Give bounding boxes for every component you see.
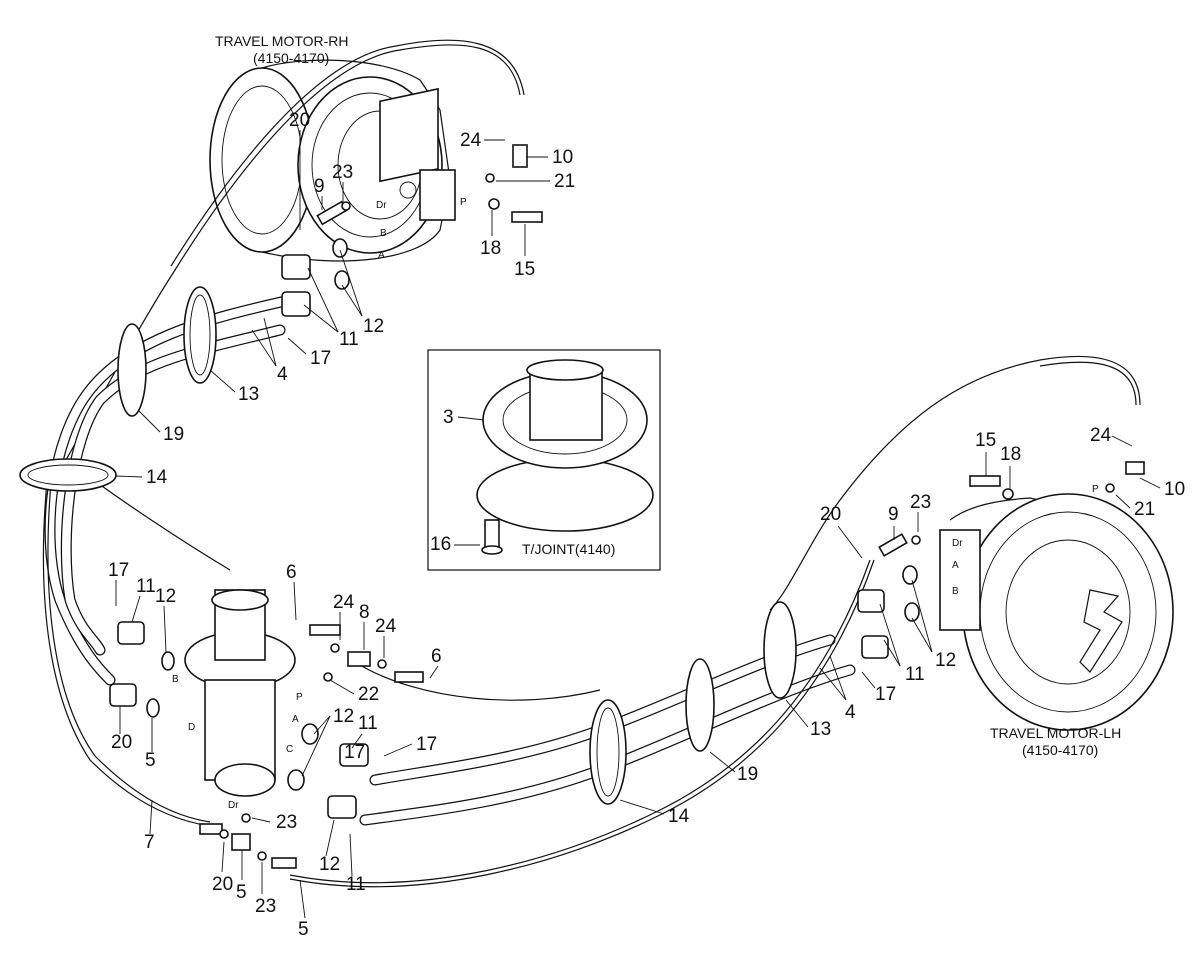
- port-label: C: [286, 744, 293, 755]
- callout: 6: [431, 646, 442, 667]
- callout: 15: [975, 430, 996, 451]
- callout: 11: [358, 713, 378, 734]
- callout: 10: [552, 147, 573, 168]
- callouts: 20 24 10 23 9 21 18 15 12 11 17 4 13 19 …: [108, 110, 1185, 940]
- callout: 23: [255, 896, 276, 917]
- callout: 7: [144, 832, 155, 853]
- port-label: A: [378, 250, 385, 261]
- callout: 5: [236, 882, 247, 903]
- callout: 14: [146, 467, 168, 488]
- callout: 24: [460, 130, 482, 151]
- callout: 24: [1090, 425, 1112, 446]
- travel-motor-lh: Dr A B P: [939, 484, 1174, 731]
- port-label: P: [460, 197, 467, 208]
- fittings: [146, 144, 1145, 869]
- callout: 19: [737, 764, 758, 785]
- callout: 21: [554, 171, 575, 192]
- clamps: [19, 286, 797, 805]
- travel-motor-rh: Dr B A P: [209, 59, 467, 262]
- callout: 11: [346, 874, 366, 895]
- callout: 13: [810, 719, 831, 740]
- callout: 14: [668, 806, 690, 827]
- callout: 6: [286, 562, 297, 583]
- callout: 20: [289, 110, 310, 131]
- callout: 24: [375, 616, 397, 637]
- callout: 21: [1134, 499, 1155, 520]
- callout: 20: [820, 504, 841, 525]
- callout: 11: [136, 576, 156, 597]
- callout: 12: [155, 586, 176, 607]
- callout: 19: [163, 424, 184, 445]
- callout: 23: [276, 812, 297, 833]
- callout: 12: [333, 706, 354, 727]
- callout: 18: [480, 238, 501, 259]
- port-label: Dr: [228, 800, 239, 811]
- callout: 22: [358, 684, 379, 705]
- inset-title: T/JOINT(4140): [522, 541, 615, 557]
- port-label: A: [952, 560, 959, 571]
- callout: 20: [111, 732, 132, 753]
- callout: 3: [443, 407, 454, 428]
- callout: 24: [333, 592, 355, 613]
- callout: 17: [416, 734, 437, 755]
- callout: 17: [344, 742, 365, 763]
- port-label: A: [292, 714, 299, 725]
- callout: 4: [845, 702, 856, 723]
- callout: 16: [430, 534, 451, 555]
- center-joint: P A B C D Dr: [172, 589, 303, 811]
- callout: 23: [910, 492, 931, 513]
- lh-motor-title: TRAVEL MOTOR-LH: [990, 725, 1121, 741]
- callout: 4: [277, 364, 288, 385]
- lh-motor-code: (4150-4170): [1022, 742, 1098, 758]
- callout: 10: [1164, 479, 1185, 500]
- port-label: Dr: [952, 538, 963, 549]
- callout: 8: [359, 602, 370, 623]
- rh-motor-title: TRAVEL MOTOR-RH: [215, 33, 349, 49]
- port-label: Dr: [376, 200, 387, 211]
- callout: 11: [905, 664, 925, 685]
- callout: 12: [319, 854, 340, 875]
- callout: 17: [875, 684, 896, 705]
- callout: 5: [145, 750, 156, 771]
- port-label: P: [296, 692, 303, 703]
- callout: 17: [310, 348, 331, 369]
- callout: 5: [298, 919, 309, 940]
- port-label: B: [380, 228, 387, 239]
- callout: 12: [935, 650, 956, 671]
- port-label: D: [188, 722, 195, 733]
- callout: 11: [339, 329, 359, 350]
- port-label: P: [1092, 484, 1099, 495]
- callout: 17: [108, 560, 129, 581]
- callout: 18: [1000, 444, 1021, 465]
- port-label: B: [172, 674, 179, 685]
- rh-motor-code: (4150-4170): [253, 50, 329, 66]
- callout: 9: [314, 176, 325, 197]
- callout: 12: [363, 316, 384, 337]
- callout: 20: [212, 874, 233, 895]
- flange-halves: [109, 254, 889, 819]
- callout: 23: [332, 162, 353, 183]
- callout: 15: [514, 259, 535, 280]
- port-label: B: [952, 586, 959, 597]
- callout: 9: [888, 504, 899, 525]
- turning-joint-inset: 3 16 T/JOINT(4140): [427, 349, 661, 571]
- callout: 13: [238, 384, 259, 405]
